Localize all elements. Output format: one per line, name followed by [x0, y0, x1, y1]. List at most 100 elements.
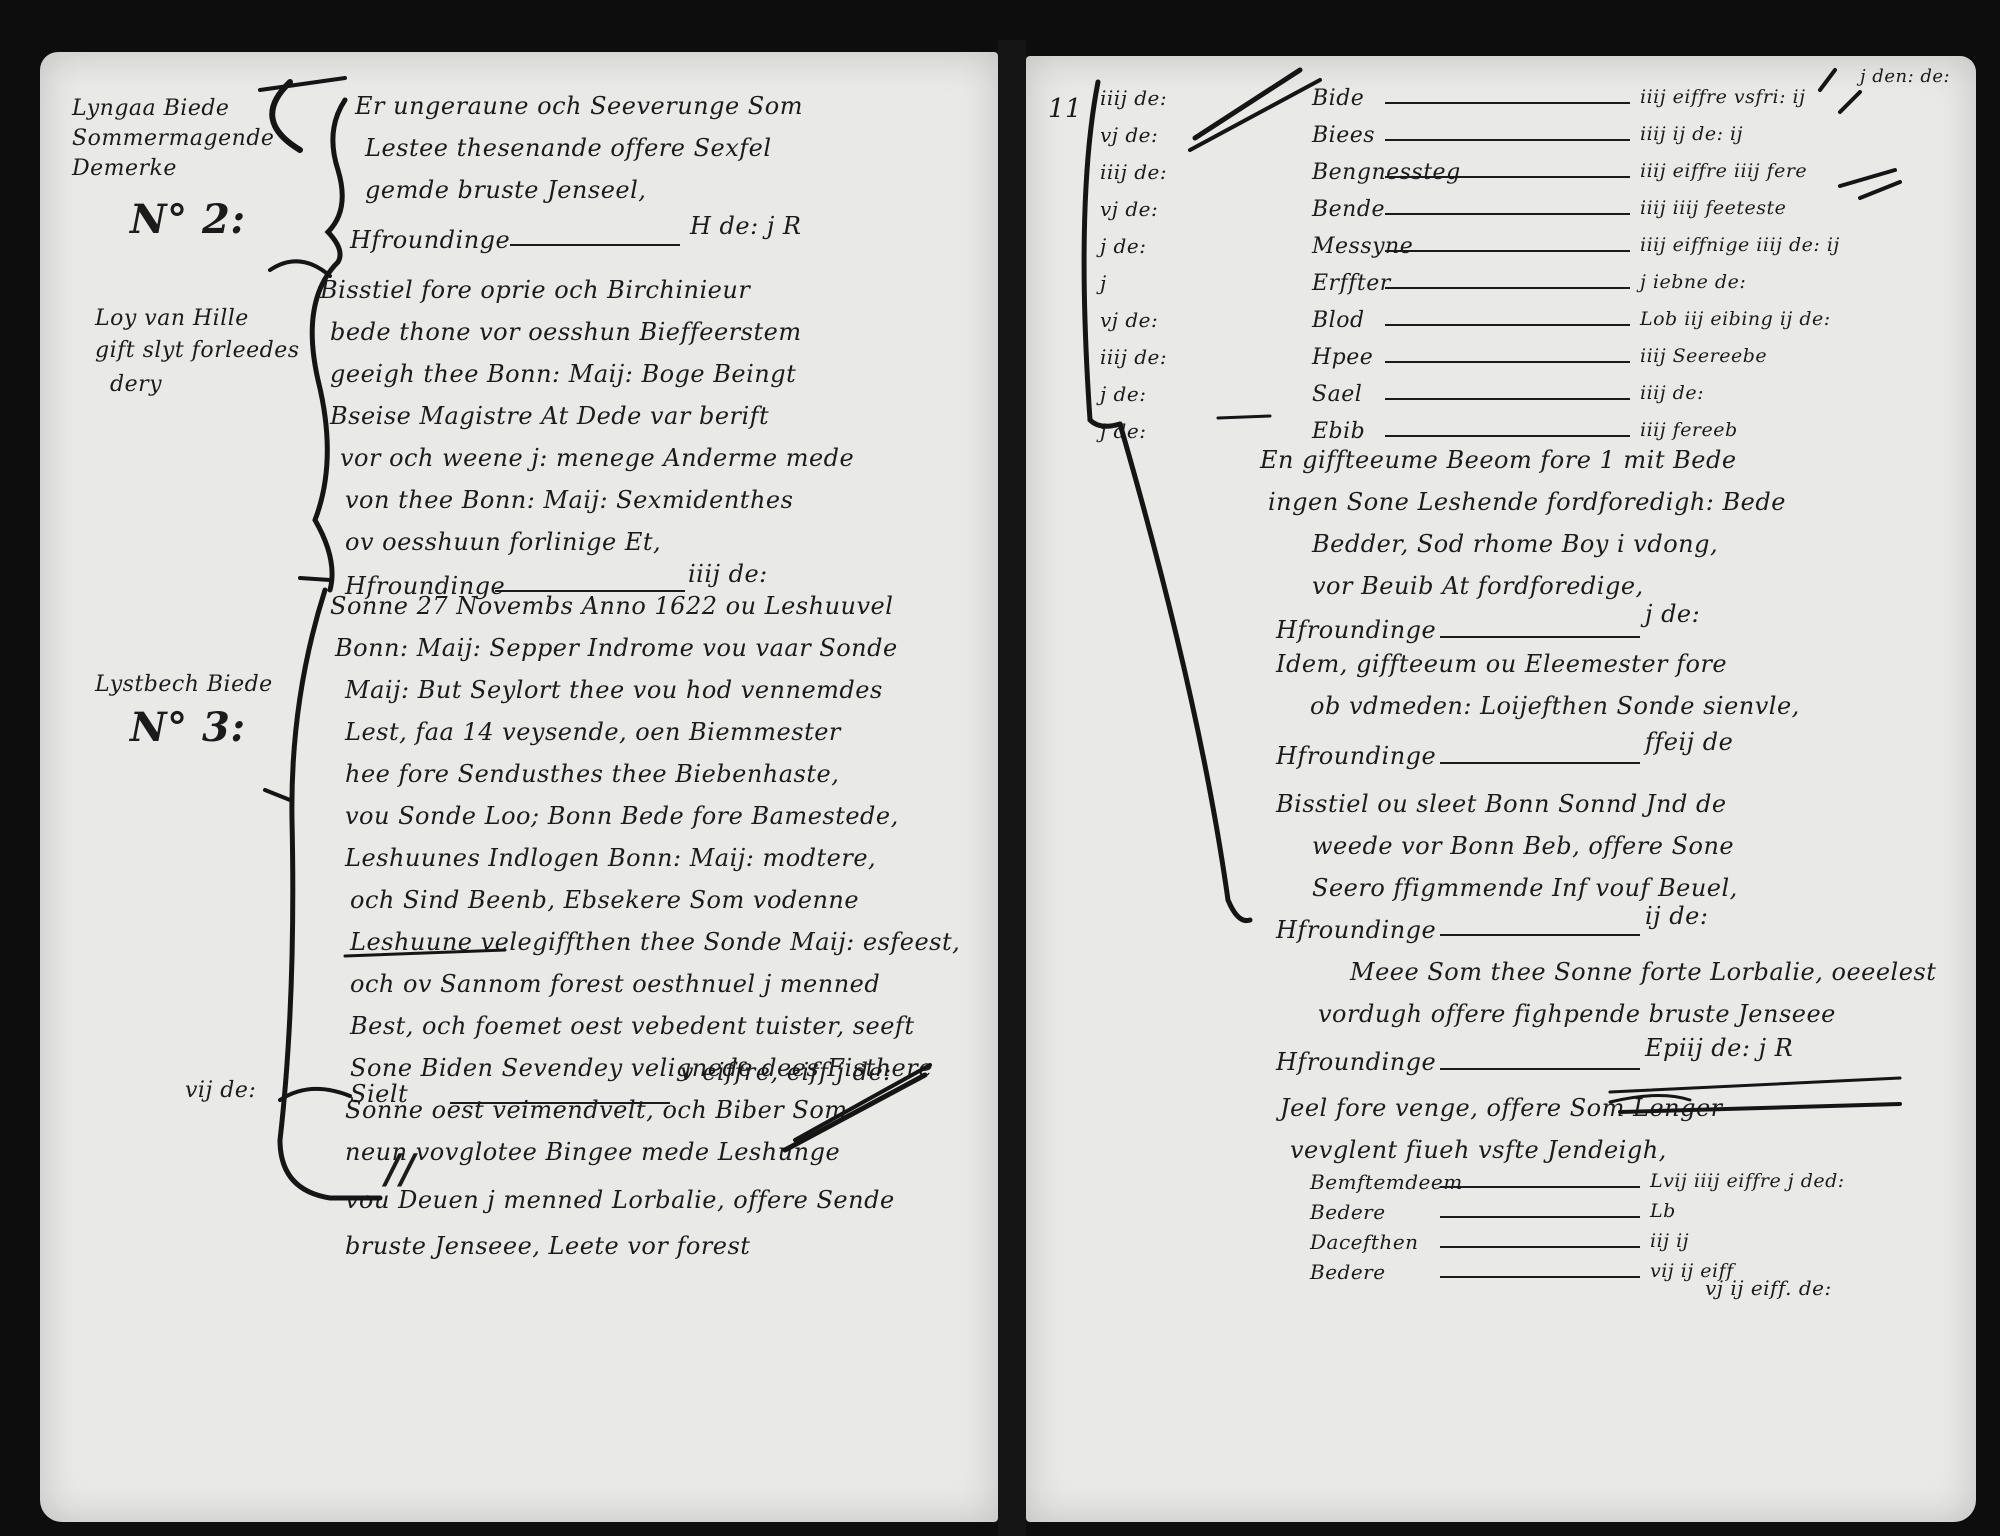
ledger-leader — [1385, 324, 1630, 326]
text-line: geeigh thee Bonn: Maij: Boge Beingt — [330, 360, 797, 388]
text-line: Bonn: Maij: Sepper Indrome vou vaar Sond… — [335, 634, 898, 662]
ledger-leader — [450, 1102, 670, 1104]
total-amount: ij de: — [1645, 902, 1709, 930]
text-line: neun vovglotee Bingee mede Leshunge — [345, 1138, 841, 1166]
total-label: Hfroundinge — [1276, 1048, 1437, 1076]
ledger-item: Ebib — [1312, 419, 1366, 444]
ledger-leader — [1440, 1216, 1640, 1218]
total-amount: ffeij de — [1645, 728, 1734, 756]
ledger-item: Sael — [1312, 382, 1363, 407]
text-line: Lestee thesenande offere Sexfel — [365, 134, 772, 162]
text-line: Bisstiel fore oprie och Birchinieur — [320, 276, 751, 304]
ledger-item: Hpee — [1312, 345, 1374, 370]
text-line: Seero ffigmmende Inf vouf Beuel, — [1312, 874, 1738, 902]
summary-amount: vij ij eiff — [1650, 1260, 1734, 1282]
ledger-item: Blod — [1312, 308, 1365, 333]
folio-number: 11 — [1048, 94, 1083, 124]
ledger-count: vj de: — [1100, 197, 1159, 221]
ledger-leader — [1385, 102, 1630, 104]
text-line: Sonne 27 Novembs Anno 1622 ou Leshuuvel — [330, 592, 894, 620]
ledger-amount: iiij eiffnige iiij de: ij — [1640, 234, 1840, 256]
ledger-item: Erffter — [1312, 271, 1391, 296]
ledger-leader — [1440, 1276, 1640, 1278]
ledger-count: j de: — [1100, 419, 1147, 443]
total-amount: v eiffre, eiff j de: — [680, 1058, 892, 1086]
text-line: vordugh offere fighpende bruste Jenseee — [1318, 1000, 1836, 1028]
ledger-leader — [1385, 398, 1630, 400]
text-line: von thee Bonn: Maij: Sexmidenthes — [345, 486, 794, 514]
ledger-count: iiij de: — [1100, 86, 1168, 110]
ledger-amount: iiij eiffre iiij fere — [1640, 160, 1808, 182]
text-line: Er ungeraune och Seeverunge Som — [355, 92, 803, 120]
text-line: ov oesshuun forlinige Et, — [345, 528, 662, 556]
total-label: Hfroundinge — [1276, 916, 1437, 944]
text-line: vor Beuib At fordforedige, — [1312, 572, 1644, 600]
ledger-leader — [1440, 1068, 1640, 1070]
text-line: vou Deuen j menned Lorbalie, offere Send… — [345, 1186, 895, 1214]
ledger-leader — [1385, 435, 1630, 437]
ledger-item: Biees — [1312, 123, 1376, 148]
ledger-leader — [1440, 636, 1640, 638]
text-line: och ov Sannom forest oesthnuel j menned — [350, 970, 881, 998]
right-page — [1026, 56, 1976, 1522]
text-line: Leshuunes Indlogen Bonn: Maij: modtere, — [345, 844, 877, 872]
summary-label: Bedere — [1310, 1200, 1386, 1224]
total-label: Sielt — [350, 1080, 409, 1108]
summary-label: Bemftemdeem — [1310, 1170, 1463, 1194]
text-line: vevglent fiueh vsfte Jendeigh, — [1290, 1136, 1667, 1164]
summary-label: Dacefthen — [1310, 1230, 1419, 1254]
ledger-leader — [1385, 139, 1630, 141]
ledger-leader — [1440, 1186, 1640, 1188]
margin-note: Loy van Hille — [95, 306, 249, 331]
ledger-count: j de: — [1100, 382, 1147, 406]
ledger-amount: iiij de: — [1640, 382, 1704, 404]
ledger-amount: j iebne de: — [1640, 271, 1747, 293]
final-total: vj ij eiff. de: — [1705, 1276, 1832, 1300]
total-amount: iiij de: — [688, 560, 768, 588]
ledger-count: j de: — [1100, 234, 1147, 258]
ledger-item: Bengnessteg — [1312, 160, 1461, 185]
ledger-leader — [1385, 213, 1630, 215]
margin-tally: vij de: — [185, 1078, 257, 1103]
ledger-leader — [1385, 176, 1630, 178]
summary-amount: Lvij iiij eiffre j ded: — [1650, 1170, 1845, 1192]
ledger-count: vj de: — [1100, 123, 1159, 147]
text-line: Best, och foemet oest vebedent tuister, … — [350, 1012, 915, 1040]
ledger-item: Bende — [1312, 197, 1385, 222]
ledger-leader — [1385, 250, 1630, 252]
margin-number: N° 2: — [130, 196, 246, 243]
corner-note: j den: de: — [1860, 66, 1951, 87]
ledger-amount: Lob iij eibing ij de: — [1640, 308, 1831, 330]
text-line: Bseise Magistre At Dede var berift — [330, 402, 770, 430]
text-line: vou Sonde Loo; Bonn Bede fore Bamestede, — [345, 802, 899, 830]
total-amount: Epiij de: j R — [1645, 1034, 1794, 1062]
total-label: Hfroundinge — [1276, 742, 1437, 770]
text-line: Bedder, Sod rhome Boy i vdong, — [1312, 530, 1719, 558]
ledger-leader — [510, 244, 680, 246]
text-line: bruste Jenseee, Leete vor forest — [345, 1232, 751, 1260]
ledger-count: j — [1100, 271, 1107, 295]
text-line: ob vdmeden: Loijefthen Sonde sienvle, — [1310, 692, 1800, 720]
text-line: Lest, faa 14 veysende, oen Biemmester — [345, 718, 841, 746]
ledger-count: iiij de: — [1100, 160, 1168, 184]
summary-amount: Lb — [1650, 1200, 1676, 1222]
book-gutter — [998, 40, 1026, 1536]
text-line: ingen Sone Leshende fordforedigh: Bede — [1268, 488, 1786, 516]
text-line: En giffteeume Beeom fore 1 mit Bede — [1260, 446, 1737, 474]
text-line: Leshuune velegiffthen thee Sonde Maij: e… — [350, 928, 961, 956]
margin-note: Lyngaa Biede — [72, 96, 230, 121]
text-line: Idem, giffteeum ou Eleemester fore — [1276, 650, 1728, 678]
margin-note: Sommermagende — [72, 126, 275, 151]
text-line: gemde bruste Jenseel, — [365, 176, 647, 204]
total-label: Hfroundinge — [350, 226, 511, 254]
text-line: vor och weene j: menege Anderme mede — [340, 444, 855, 472]
total-label: Hfroundinge — [1276, 616, 1437, 644]
text-line: weede vor Bonn Beb, offere Sone — [1312, 832, 1735, 860]
text-line: bede thone vor oesshun Bieffeerstem — [330, 318, 802, 346]
margin-note: Demerke — [72, 156, 177, 181]
text-line: hee fore Sendusthes thee Biebenhaste, — [345, 760, 840, 788]
margin-note: gift slyt forleedes — [95, 338, 300, 363]
left-page — [40, 52, 998, 1522]
ledger-leader — [495, 590, 685, 592]
ledger-item: Bide — [1312, 86, 1365, 111]
